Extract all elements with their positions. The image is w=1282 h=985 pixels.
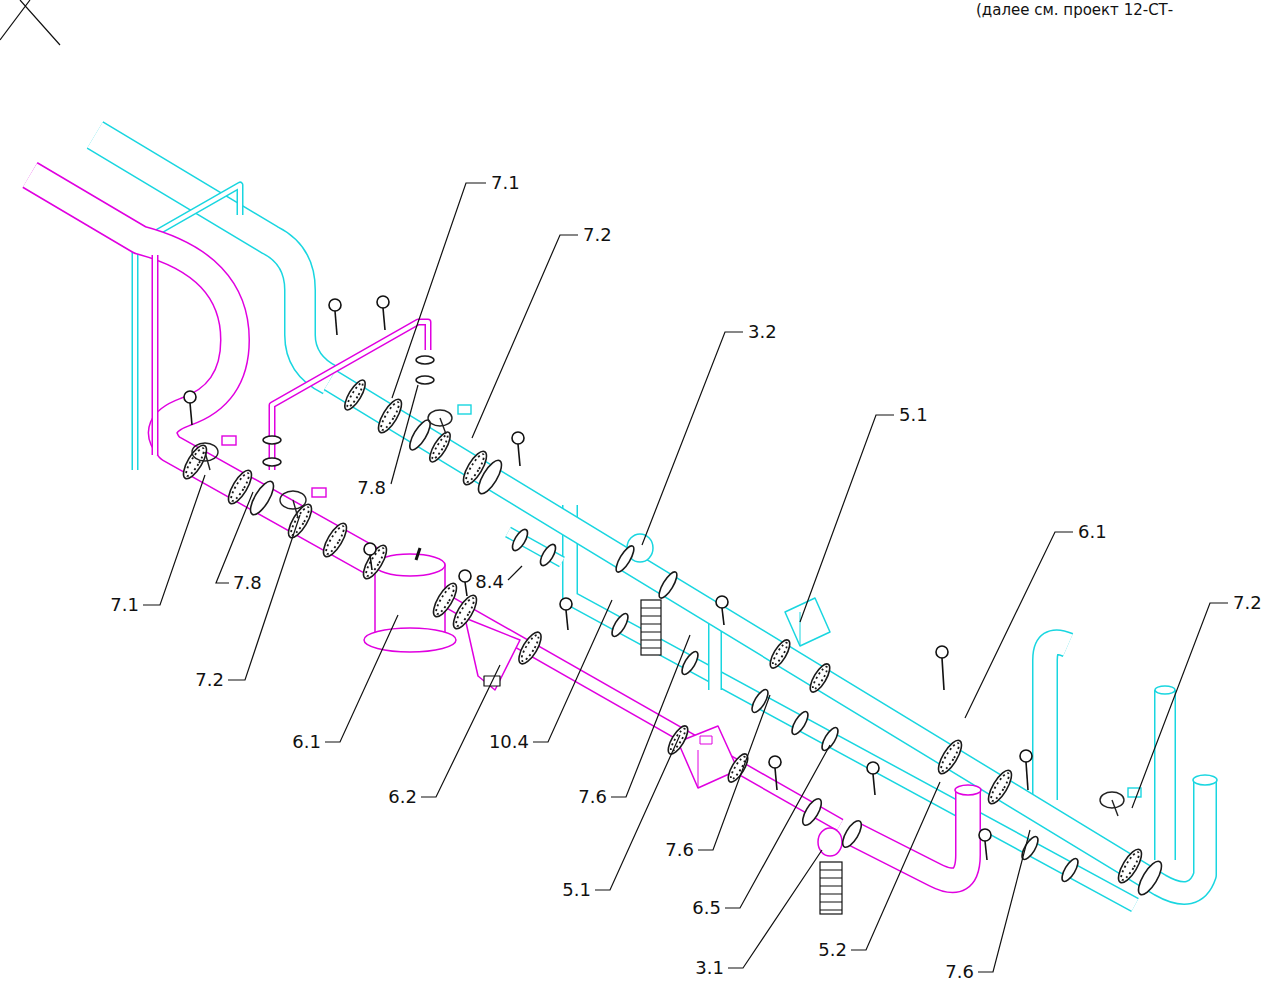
leader-lines: [0, 0, 1228, 972]
callout-number: 7.6: [944, 962, 975, 982]
callout-number: 6.1: [1077, 522, 1108, 542]
valve-handwheels: [192, 405, 1141, 816]
callout-number: 7.2: [1232, 593, 1263, 613]
callout-number: 7.6: [664, 840, 695, 860]
callout-number: 7.2: [582, 225, 613, 245]
callout-number: 3.1: [694, 958, 725, 978]
callout-number: 5.2: [817, 940, 848, 960]
callout-number: 5.1: [561, 880, 592, 900]
callout-number: 10.4: [488, 732, 530, 752]
magenta-pipes: [30, 175, 981, 880]
pressure-gauges: [184, 296, 1032, 860]
callout-number: 7.1: [490, 173, 521, 193]
callout-number: 3.2: [747, 322, 778, 342]
callout-number: 7.8: [356, 478, 387, 498]
cyan-pipes: [95, 135, 1217, 905]
callout-number: 8.4: [474, 572, 505, 592]
callout-number: 7.2: [194, 670, 225, 690]
flanges: [179, 356, 1166, 898]
callout-number: 6.5: [691, 898, 722, 918]
callout-number: 7.8: [232, 573, 263, 593]
strainers: [627, 534, 842, 914]
note-text: (далее см. проект 12-СТ-: [975, 2, 1174, 19]
callout-number: 5.1: [898, 405, 929, 425]
callout-number: 6.1: [291, 732, 322, 752]
callout-number: 7.6: [577, 787, 608, 807]
callout-number: 7.1: [109, 595, 140, 615]
callout-number: 6.2: [387, 787, 418, 807]
